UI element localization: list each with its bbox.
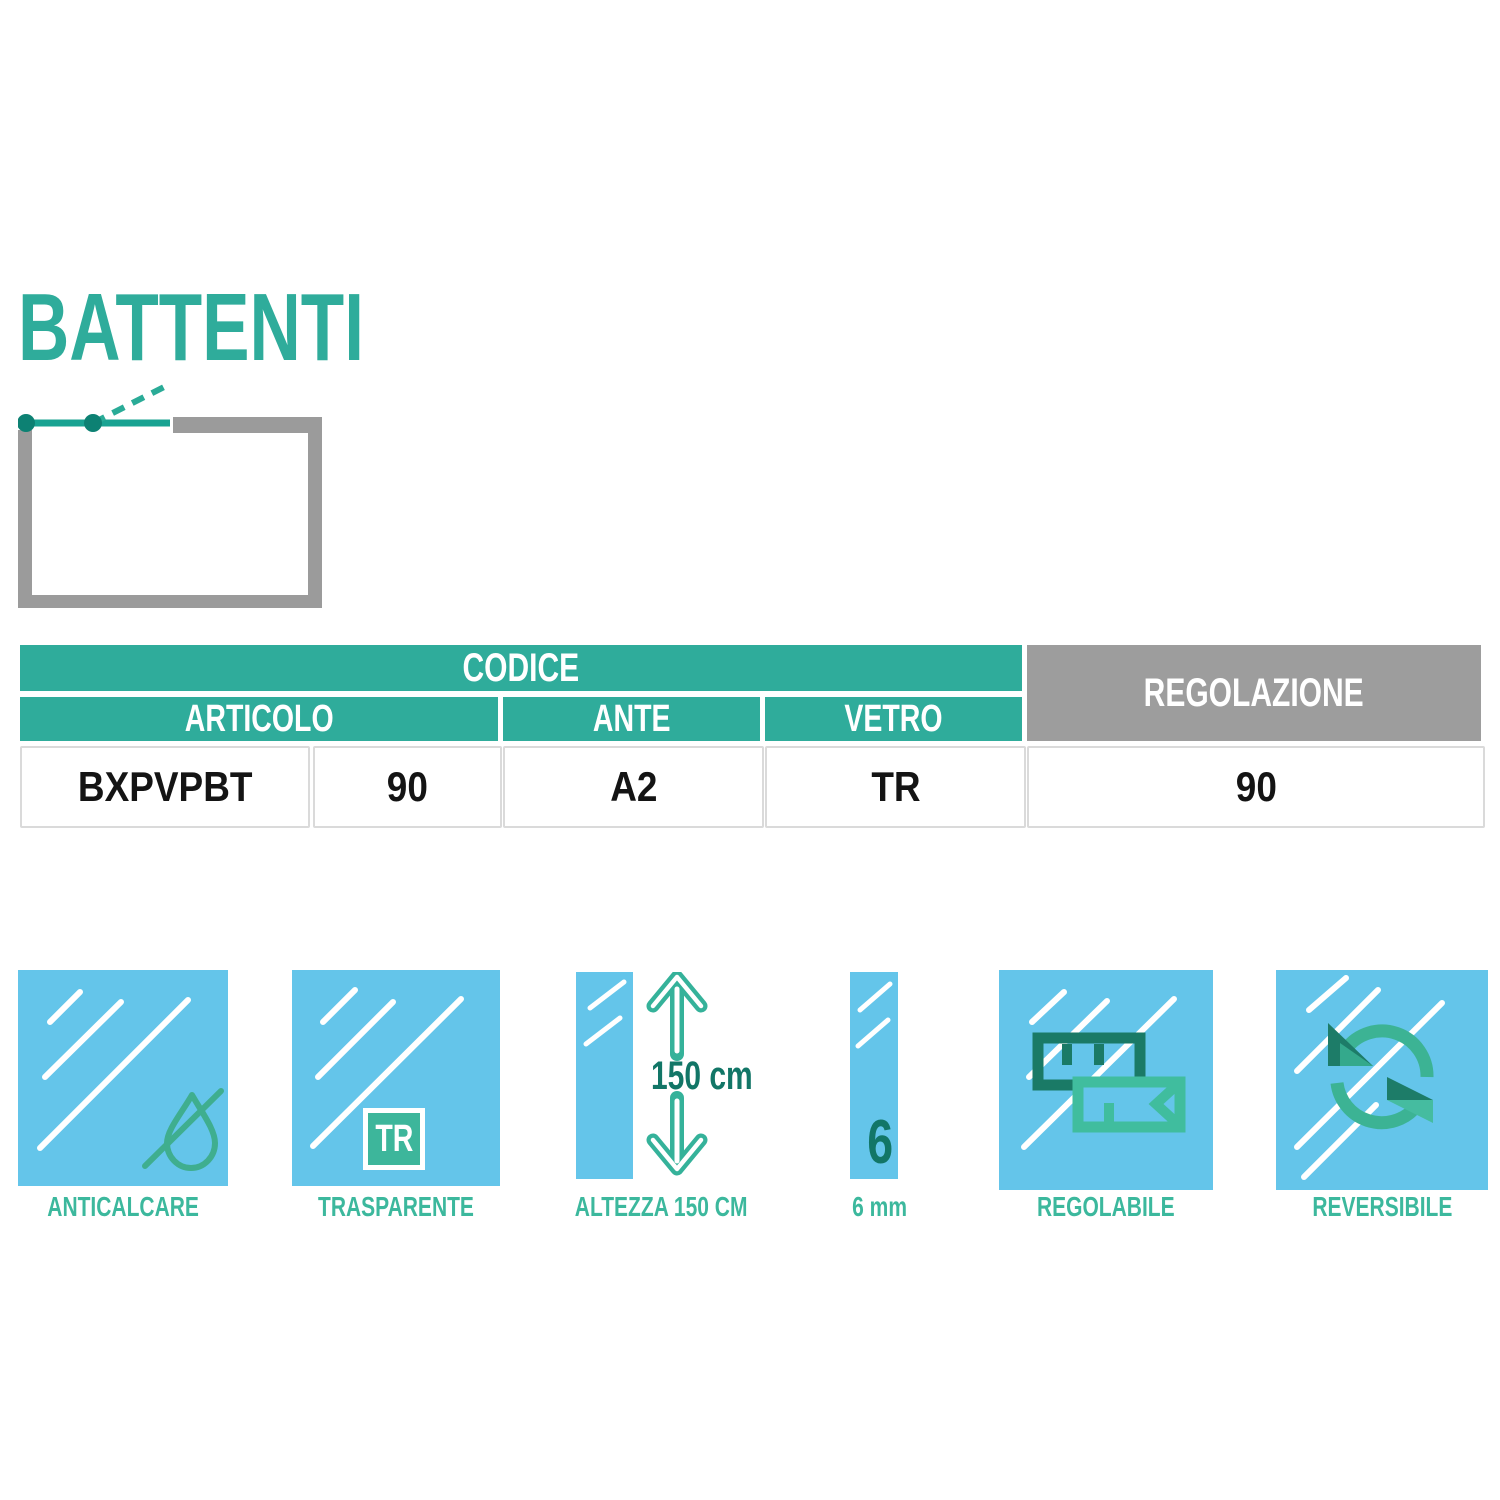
cell-articolo: BXPVPBT <box>20 746 310 828</box>
cell-larghezza: 90 <box>313 746 502 828</box>
header-ante: ANTE <box>503 697 760 741</box>
glass-panel: 6 <box>850 972 898 1179</box>
page-title-text: BATTENTI <box>18 274 364 381</box>
height-arrow-icon <box>646 972 708 1176</box>
hinged-door-plan-icon <box>18 382 322 608</box>
height-value: 150 cm <box>651 1053 753 1098</box>
feature-label: ALTEZZA 150 CM <box>574 1191 748 1222</box>
height-figure: 150 cm <box>576 972 766 1179</box>
feature-label: REGOLABILE <box>1037 1191 1175 1222</box>
tr-badge: TR <box>363 1108 425 1170</box>
reversible-arrows-icon <box>1294 975 1445 1180</box>
cell-regolazione: 90 <box>1027 746 1485 828</box>
spec-table: CODICE REGOLAZIONE ARTICOLO ANTE VETRO B… <box>20 645 1485 828</box>
page-title: BATTENTI <box>18 280 485 376</box>
glass-panel <box>999 970 1213 1190</box>
cell-ante: A2 <box>503 746 764 828</box>
feature-label: ANTICALCARE <box>47 1191 199 1222</box>
glass-panel <box>1276 970 1488 1190</box>
ruler-icon <box>1021 989 1186 1150</box>
cell-vetro: TR <box>765 746 1026 828</box>
header-regolazione: REGOLAZIONE <box>1027 645 1481 741</box>
feature-label: TRASPARENTE <box>318 1191 474 1222</box>
no-limescale-drop-icon <box>37 989 224 1171</box>
glass-shine-icon <box>310 987 464 1149</box>
door-swing-diagram <box>18 378 324 610</box>
header-articolo: ARTICOLO <box>20 697 498 741</box>
header-codice: CODICE <box>20 645 1022 691</box>
glass-panel: TR <box>292 970 500 1186</box>
glass-shine-icon <box>855 981 893 1049</box>
header-vetro: VETRO <box>765 697 1022 741</box>
glass-shine-icon <box>583 979 627 1047</box>
thickness-value: 6 <box>867 1107 893 1177</box>
feature-label: REVERSIBILE <box>1311 1191 1453 1222</box>
glass-panel <box>576 972 633 1179</box>
glass-panel <box>18 970 228 1186</box>
feature-label: 6 mm <box>852 1191 908 1222</box>
